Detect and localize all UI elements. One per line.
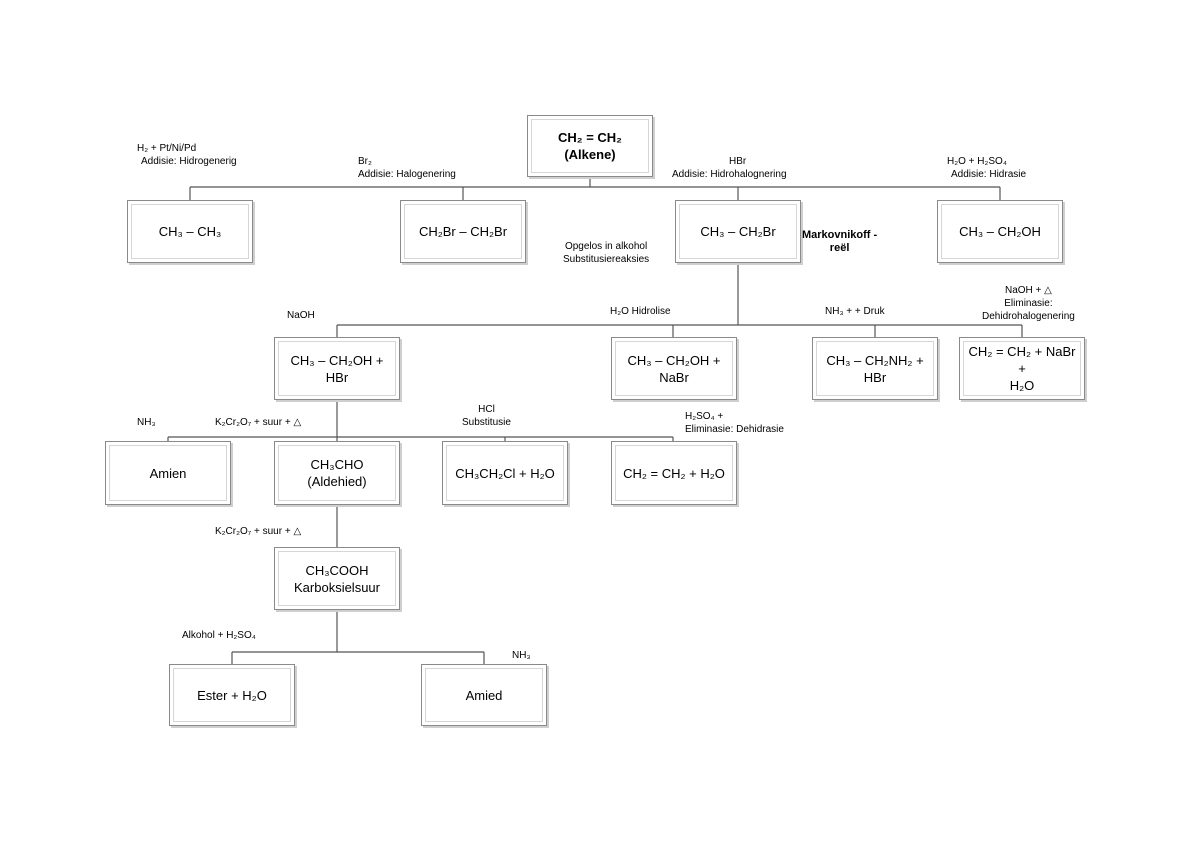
box-dibromoethane: CH₂Br – CH₂Br <box>400 200 526 263</box>
label-ammonia-pressure: NH₃ + + Druk <box>825 305 885 318</box>
box-ethanol-formula: CH₃ – CH₂OH <box>959 224 1041 239</box>
label-hydration-type: Addisie: Hidrasie <box>951 169 1027 180</box>
box-dibromoethane-formula: CH₂Br – CH₂Br <box>418 224 508 239</box>
box-ethanol-nabr-line2: NaBr <box>659 369 689 385</box>
box-amine-hbr: CH₃ – CH₂NH₂ + HBr <box>812 337 938 400</box>
label-esterification-reagent: Alkohol + H₂SO₄ <box>182 630 256 641</box>
box-amied: Amied <box>421 664 547 726</box>
label-substitution-type: Substitusiereaksies <box>563 254 650 265</box>
label-markovnikoff-suffix: reël <box>829 242 850 254</box>
label-ammonia-pressure-text: NH₃ + + Druk <box>825 306 885 317</box>
label-dehydration-type: Eliminasie: Dehidrasie <box>685 424 784 435</box>
label-hydrogenation: H₂ + Pt/Ni/Pd Addisie: Hidrogenerig <box>137 142 237 168</box>
label-markovnikoff-rule: Markovnikoff - <box>802 229 878 241</box>
box-ethene-nabr: CH₂ = CH₂ + NaBr + H₂O <box>959 337 1085 400</box>
label-hydrohalogenation-type: Addisie: Hidrohalognering <box>672 169 787 180</box>
label-hydrohalogenation: HBr Addisie: Hidrohalognering <box>672 155 787 181</box>
label-nh3-left-reagent: NH₃ <box>137 417 156 428</box>
label-naoh-reagent: NaOH <box>287 310 315 321</box>
box-ethene-h2o-formula: CH₂ = CH₂ + H₂O <box>623 465 725 481</box>
box-amine-hbr-formula: CH₃ – CH₂NH₂ + HBr <box>826 352 924 385</box>
label-dehydration: H₂SO₄ + Eliminasie: Dehidrasie <box>685 410 784 436</box>
box-ethanol-nabr: CH₃ – CH₂OH + NaBr <box>611 337 737 400</box>
label-hydrolysis-text: H₂O Hidrolise <box>610 306 671 317</box>
label-hydrohalogenation-reagent: HBr <box>729 156 747 167</box>
box-amien: Amien <box>105 441 231 505</box>
box-alkene-formula: CH₂ = CH₂ <box>558 130 622 145</box>
box-aldehied-name: (Aldehied) <box>307 474 367 489</box>
box-bromoethane-formula: CH₃ – CH₂Br <box>700 224 776 239</box>
label-substitution: Opgelos in alkohol Substitusiereaksies <box>563 240 649 266</box>
label-nh3-left: NH₃ <box>137 416 156 429</box>
label-elimination-type: Eliminasie: <box>1004 298 1053 309</box>
label-hcl-type: Substitusie <box>462 417 511 428</box>
label-hydrogenation-reagent: H₂ + Pt/Ni/Pd <box>137 143 197 154</box>
box-ethane-formula: CH₃ – CH₃ <box>158 224 222 239</box>
box-ethanol: CH₃ – CH₂OH <box>937 200 1063 263</box>
label-substitution-condition: Opgelos in alkohol <box>564 241 648 252</box>
box-karboksielsuur: CH₃COOH Karboksielsuur <box>274 547 400 610</box>
box-aldehied-formula: CH₃CHO <box>310 457 364 472</box>
label-elimination-reagent: NaOH + △ <box>1004 285 1052 296</box>
box-aldehied: CH₃CHO (Aldehied) <box>274 441 400 505</box>
box-ethene-nabr-line2: H₂O <box>1009 378 1035 393</box>
box-ethene-h2o: CH₂ = CH₂ + H₂O <box>611 441 737 505</box>
label-hydration-reagent: H₂O + H₂SO₄ <box>947 156 1007 167</box>
box-karboksielsuur-name: Karboksielsuur <box>294 579 380 595</box>
box-ethene-nabr-line1: CH₂ = CH₂ + NaBr + <box>968 344 1076 376</box>
box-karboksielsuur-formula: CH₃COOH <box>305 562 369 578</box>
box-chloroethane: CH₃CH₂Cl + H₂O <box>442 441 568 505</box>
box-ethanol-nabr-line1: CH₃ – CH₂OH + <box>627 352 721 368</box>
label-hydrogenation-type: Addisie: Hidrogenerig <box>141 156 237 167</box>
box-bromoethane: CH₃ – CH₂Br <box>675 200 801 263</box>
box-ethanol-hbr: CH₃ – CH₂OH + HBr <box>274 337 400 400</box>
box-alkene: CH₂ = CH₂ (Alkene) <box>527 115 653 177</box>
label-esterification: Alkohol + H₂SO₄ <box>182 629 256 642</box>
label-hcl-reagent: HCl <box>478 404 495 415</box>
label-naoh: NaOH <box>287 309 315 322</box>
box-ester: Ester + H₂O <box>169 664 295 726</box>
box-amied-name: Amied <box>465 687 503 703</box>
label-oxidation-1-reagent: K₂Cr₂O₇ + suur + △ <box>215 417 302 428</box>
label-elimination-name: Dehidrohalogenering <box>982 311 1075 322</box>
box-amien-name: Amien <box>149 465 187 481</box>
label-hydration: H₂O + H₂SO₄ Addisie: Hidrasie <box>947 155 1026 181</box>
box-ester-formula: Ester + H₂O <box>197 687 267 703</box>
label-oxidation-2-reagent: K₂Cr₂O₇ + suur + △ <box>215 526 302 537</box>
label-hydrolysis: H₂O Hidrolise <box>610 305 671 318</box>
box-ethanol-hbr-formula: CH₃ – CH₂OH + HBr <box>290 352 384 385</box>
label-halogenation-type: Addisie: Halogenering <box>358 169 456 180</box>
label-halogenation: Br₂ Addisie: Halogenering <box>358 155 456 181</box>
label-elimination: NaOH + △ Eliminasie: Dehidrohalogenering <box>982 284 1075 323</box>
label-oxidation-2: K₂Cr₂O₇ + suur + △ <box>215 525 301 538</box>
label-nh3-amide: NH₃ <box>512 649 531 662</box>
label-oxidation-1: K₂Cr₂O₇ + suur + △ <box>215 416 301 429</box>
box-chloroethane-formula: CH₃CH₂Cl + H₂O <box>455 465 555 481</box>
label-nh3-amide-reagent: NH₃ <box>512 650 531 661</box>
box-alkene-name: (Alkene) <box>564 147 616 162</box>
label-halogenation-reagent: Br₂ <box>358 156 372 167</box>
label-hcl: HCl Substitusie <box>462 403 511 429</box>
box-ethane: CH₃ – CH₃ <box>127 200 253 263</box>
label-markovnikoff: Markovnikoff - reël <box>802 229 877 255</box>
label-dehydration-reagent: H₂SO₄ + <box>685 411 724 422</box>
